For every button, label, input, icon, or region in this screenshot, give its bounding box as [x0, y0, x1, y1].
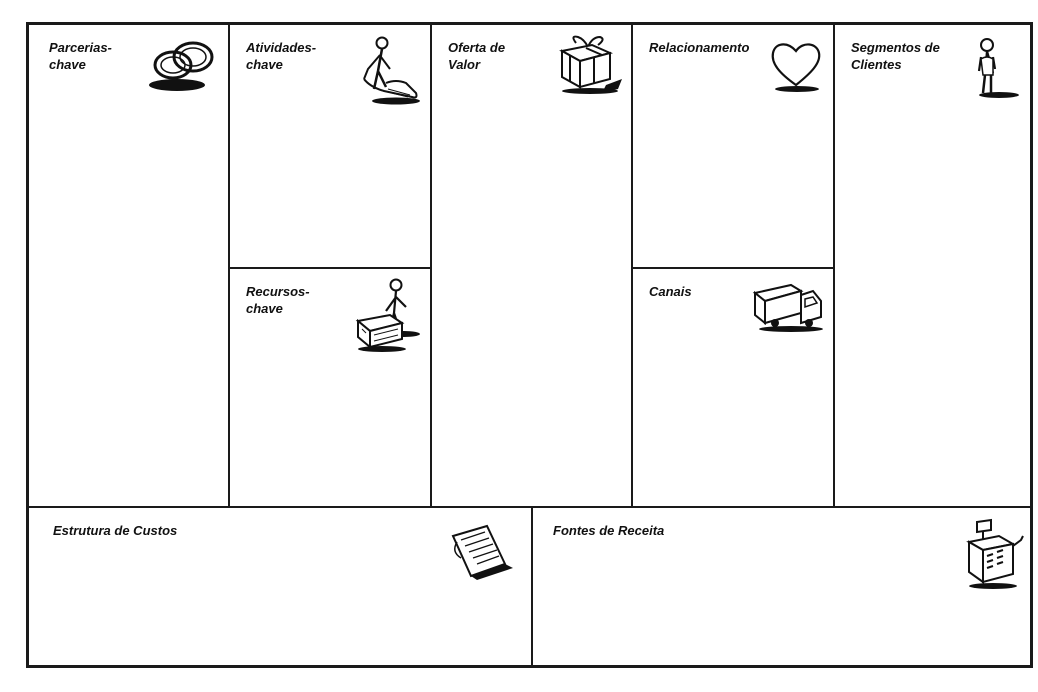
- divider: [631, 25, 633, 506]
- truck-icon: [751, 279, 825, 337]
- key-activities-block[interactable]: Atividades- chave: [230, 25, 430, 267]
- key-activities-label: Atividades- chave: [246, 40, 317, 72]
- cost-structure-label: Estrutura de Custos: [53, 523, 178, 538]
- person-icon: [967, 37, 1021, 101]
- customer-relationships-block[interactable]: Relacionamento: [633, 25, 833, 267]
- key-resources-block[interactable]: Recursos- chave: [230, 269, 430, 506]
- channels-label: Canais: [649, 284, 692, 299]
- value-proposition-label: Oferta de Valor: [448, 40, 506, 72]
- channels-block[interactable]: Canais: [633, 269, 833, 506]
- cash-register-icon: [963, 516, 1027, 592]
- gift-icon: [556, 33, 626, 97]
- divider: [228, 25, 230, 506]
- business-model-canvas: Parcerias- chave Atividades- chave: [26, 22, 1033, 668]
- divider: [29, 506, 1030, 508]
- divider: [430, 25, 432, 506]
- key-partners-block[interactable]: Parcerias- chave: [29, 25, 228, 506]
- customer-relationships-label: Relacionamento: [649, 40, 750, 55]
- crate-person-icon: [354, 277, 422, 357]
- divider: [833, 25, 835, 506]
- divider: [633, 267, 833, 269]
- key-resources-label: Recursos- chave: [246, 284, 310, 316]
- worker-icon: [356, 35, 422, 107]
- key-partners-label: Parcerias- chave: [49, 40, 112, 72]
- revenue-streams-block[interactable]: Fontes de Receita: [533, 508, 1030, 665]
- divider: [230, 267, 430, 269]
- value-proposition-block[interactable]: Oferta de Valor: [432, 25, 631, 506]
- rings-icon: [147, 37, 219, 93]
- document-icon: [447, 522, 521, 584]
- customer-segments-label: Segmentos de Clientes: [851, 40, 940, 72]
- cost-structure-block[interactable]: Estrutura de Custos: [29, 508, 531, 665]
- customer-segments-block[interactable]: Segmentos de Clientes: [835, 25, 1030, 506]
- divider: [531, 508, 533, 665]
- heart-icon: [769, 39, 823, 95]
- revenue-streams-label: Fontes de Receita: [553, 523, 665, 538]
